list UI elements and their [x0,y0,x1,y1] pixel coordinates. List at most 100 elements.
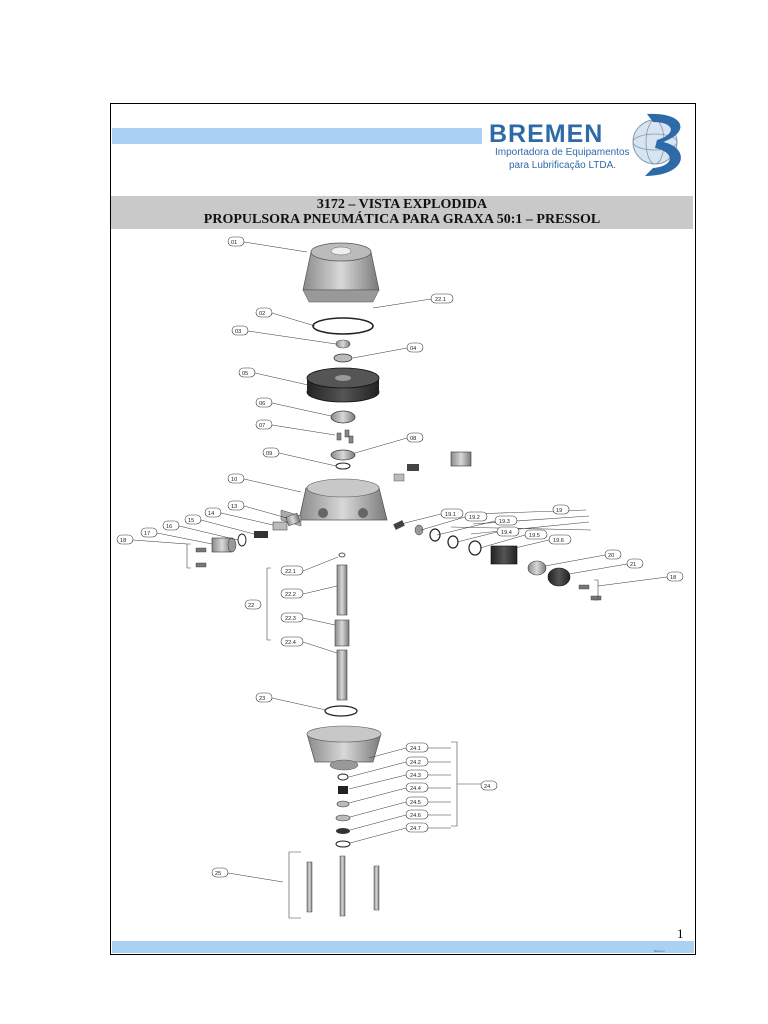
globe-logo-icon [632,113,681,176]
svg-text:24.4: 24.4 [410,786,421,792]
callout-03: 03 [231,325,337,345]
callout-22-4: 22.4 [280,636,338,654]
callout-16: 16 [162,520,239,541]
exploded-view-diagram: 01 02 03 04 05 06 07 08 09 10 13 14 15 1… [116,236,684,919]
callout-04: 04 [352,342,424,359]
callout-13: 13 [227,500,288,519]
logo-tagline-1: Importadora de Equipamentos [495,147,630,158]
svg-text:24: 24 [484,784,490,790]
svg-text:22.4: 22.4 [285,640,296,646]
svg-text:05: 05 [242,371,248,377]
part-07-screws [336,429,354,444]
callout-24-5: 24.5 [349,796,451,818]
callout-22-1: 22.1 [280,556,339,576]
callout-06: 06 [255,397,332,417]
callout-19-6: 19.6 [514,534,572,549]
part-04-washer [333,353,353,363]
footer-accent-bar [112,941,694,953]
callout-09: 09 [262,447,337,467]
callout-18-right: 18 [597,571,684,587]
part-20-cap [527,560,547,576]
svg-text:19.2: 19.2 [469,515,480,521]
document-subtitle: PROPULSORA PNEUMÁTICA PARA GRAXA 50:1 – … [203,212,601,227]
document-title: 3172 – VISTA EXPLODIDA [316,197,488,212]
part-17-plug [211,537,237,553]
footer-credit: Bremen [654,949,665,953]
svg-text:13: 13 [231,504,237,510]
logo-tagline-2: para Lubrificação LTDA. [509,160,617,171]
callout-17: 17 [140,527,213,545]
svg-text:22: 22 [248,603,254,609]
part-02-oring [312,317,374,335]
part-14-spring [272,521,288,531]
part-25-tie-rods [306,855,380,917]
callout-18-left: 18 [116,534,188,545]
svg-text:03: 03 [235,329,241,335]
svg-text:14: 14 [208,511,214,517]
svg-text:19.4: 19.4 [501,530,512,536]
part-23-oring [324,705,358,717]
part-22-4-rod [336,649,348,701]
part-16-oring [237,533,247,547]
part-15-spring [254,531,268,538]
callout-23: 23 [255,692,327,711]
svg-text:16: 16 [166,524,172,530]
svg-text:19.1: 19.1 [445,512,456,518]
callout-07: 07 [255,419,336,436]
svg-text:09: 09 [266,451,272,457]
svg-text:24.5: 24.5 [410,800,421,806]
callout-05: 05 [238,367,309,386]
page-frame [110,103,696,955]
svg-text:02: 02 [259,311,265,317]
svg-text:10: 10 [231,477,237,483]
part-06-seal [330,410,356,424]
svg-text:24.6: 24.6 [410,813,421,819]
part-22-1-ring [338,552,346,558]
callout-10: 10 [227,473,302,493]
part-01-cap [302,242,380,303]
part-08-valve [330,449,356,461]
svg-text:18: 18 [120,538,126,544]
svg-text:19.3: 19.3 [499,519,510,525]
part-24-base [306,725,382,771]
callout-24-6: 24.6 [349,809,451,831]
part-22-3-coupler [334,619,350,647]
callout-24-4: 24.4 [348,782,451,804]
part-03-nut [335,339,351,349]
svg-text:22.2: 22.2 [285,592,296,598]
callout-19-1: 19.1 [400,508,464,525]
svg-text:01: 01 [231,240,237,246]
callout-20: 20 [544,549,622,567]
svg-text:22.3: 22.3 [285,616,296,622]
callout-labels: 01 02 03 04 05 06 07 08 09 10 13 14 15 1… [116,236,684,883]
header-accent-bar [112,128,482,144]
svg-text:24.1: 24.1 [410,746,421,752]
callout-22: 22 [244,599,262,610]
callout-19: 19 [552,504,570,515]
part-21-nut [547,567,571,587]
callout-19-4: 19.4 [456,526,520,543]
callout-22-3: 22.3 [280,612,336,626]
part-19-assembly [393,520,518,565]
callout-08: 08 [354,432,424,454]
svg-text:19: 19 [556,508,562,514]
callout-14: 14 [204,507,274,526]
callout-01: 01 [227,236,308,253]
svg-text:19.5: 19.5 [529,533,540,539]
bremen-logo: BREMEN Importadora de Equipamentos para … [485,110,695,182]
svg-text:21: 21 [630,562,636,568]
callout-24-1: 24.1 [368,742,451,759]
callout-15: 15 [184,514,255,535]
part-22-2-rod [336,564,348,616]
callout-22-2: 22.2 [280,585,338,599]
callout-19-3: 19.3 [436,515,518,536]
svg-text:24.7: 24.7 [410,826,421,832]
svg-text:18: 18 [670,575,676,581]
part-10-body [280,478,388,527]
svg-text:24.3: 24.3 [410,773,421,779]
callout-02: 02 [255,307,316,327]
svg-text:23: 23 [259,696,265,702]
svg-text:08: 08 [410,436,416,442]
svg-text:06: 06 [259,401,265,407]
part-05-piston [306,367,380,403]
